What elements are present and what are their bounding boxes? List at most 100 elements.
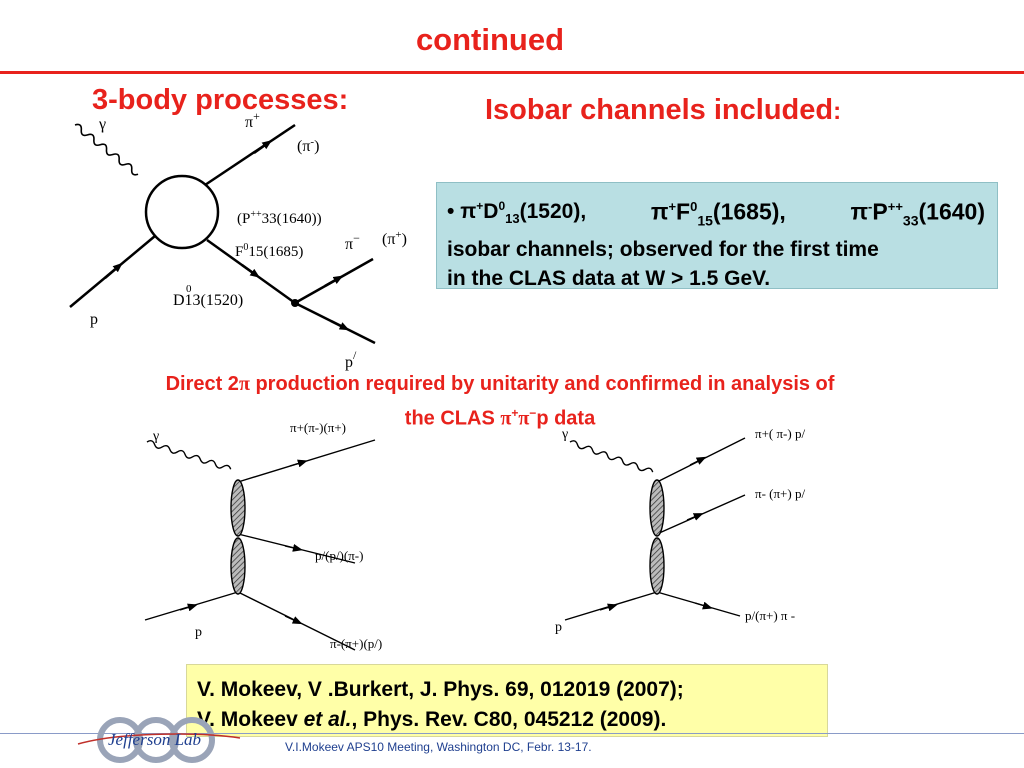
top-label-right: π+( π-) p/ [755,426,805,441]
pi-minus-label-sup: − [353,231,360,245]
c2-pi: π [650,198,669,225]
jefferson-lab-logo: Jefferson Lab [77,717,241,763]
reference-box: V. Mokeev, V .Burkert, J. Phys. 69, 0120… [186,664,828,737]
pi-minus-label: π− [345,231,360,253]
pi-plus-label: π+ [245,109,260,131]
c1-D-sup: 0 [498,199,506,213]
c1-pi: π [460,200,477,223]
footer-text: V.I.Mokeev APS10 Meeting, Washington DC,… [285,740,592,754]
mid-label-right: π- (π+) p/ [755,486,805,501]
isobar2-sup: 0 [243,242,248,253]
subtitle-3body: 3-body processes: [92,84,349,116]
c1-D: D [483,200,499,223]
pi-minus-label-base: π [345,236,353,253]
pi-plus-line [204,123,296,187]
title-divider [0,71,1024,74]
channel-1: • π+D013(1520), [447,192,586,235]
direct-line-2: the CLAS π+π−p data [60,399,940,434]
mid-out-arrow-left [284,543,303,552]
c2-F-sup: 0 [690,199,698,214]
direct-line-1: Direct 2π production required by unitari… [60,370,940,399]
isobar-line-3: in the CLAS data at W > 1.5 GeV. [447,267,771,291]
bullet: • [447,200,455,223]
c2-sup: + [668,199,677,214]
interaction-blob [144,174,220,250]
isobar-channels-box: • π+D013(1520), π+F015(1685), π-P++33(16… [436,182,998,290]
jefferson-lab-logo-text: Jefferson Lab [108,730,201,749]
d13-sup-label: 0 [186,283,192,295]
bot-label-right: p/(π+) π - [745,608,795,623]
c3-P-sup: ++ [887,199,903,214]
bot-out-arrow-left [284,615,303,625]
proton-out-label: p/ [345,348,357,371]
three-body-diagram: γ π+ (π-) (P++33(1640)) F015(1685) π− (π… [69,109,407,371]
isobar2-rest: 15(1685) [248,244,303,260]
subtitle-isobar-colon: : [833,98,842,125]
reference-line2a: V. Mokeev [197,708,304,731]
isobar1-sup: ++ [250,209,262,220]
c2-F-sub: 15 [697,212,713,229]
c1-mass: (1520), [519,200,587,223]
blob-lower-right [649,537,665,595]
c1-D-sub: 13 [505,211,520,227]
c3-P: P [872,198,888,225]
photon-label: γ [98,116,106,133]
d13-label: D13(1520) [173,292,243,309]
isobar1-label: (P++33(1640)) [237,209,322,227]
direct-line2-pi2: π [518,407,530,430]
pi-plus-paren-label: (π+) [382,229,407,248]
pi-plus-paren-base: (π [382,231,395,248]
proton-label-right: p [555,620,562,635]
proton-in-arrow-left [179,603,198,612]
direct-line1-pi: π [238,373,250,395]
bot-label-left: π-(π+)(p/) [330,636,382,651]
photon-line [74,123,139,176]
isobar-arrow [241,263,261,278]
photon-line-right [569,440,654,473]
isobar2-base: F [235,244,243,260]
pi-plus-label-sup: + [253,109,260,123]
bot-out-arrow-right [694,601,713,610]
direct-line2b: p data [536,407,596,430]
top-out-left [237,439,376,483]
reference-line2b: , Phys. Rev. C80, 045212 (2009). [351,708,667,731]
c3-mass: (1640) [918,198,985,225]
slide-title: continued [415,22,565,57]
c2-mass: (1685), [712,198,786,225]
blob-upper-left [230,479,246,537]
photon-label-right: γ [561,427,568,442]
c3-P-sub: 33 [902,212,919,229]
mid-out-arrow-right [686,513,704,521]
subtitle-isobar-text: Isobar channels included [485,94,834,126]
c1-sup: + [476,199,484,213]
mid-out-right [656,494,746,535]
direct-diagram-left: γ π+(π-)(π+) p/(p/)(π-) π-(π+)(p/) p [144,420,382,651]
footer-divider [0,733,1024,734]
isobar1-rest: 33(1640)) [262,211,322,227]
reference-line-1: V. Mokeev, V .Burkert, J. Phys. 69, 0120… [197,678,684,701]
c2-F: F [676,198,691,225]
direct-diagram-right: γ π+( π-) p/ π- (π+) p/ p/(π+) π - p [555,426,805,635]
proton-label: p [90,311,98,328]
photon-label-left: γ [152,429,159,444]
pi-minus-arrow [324,275,344,288]
pi-minus-paren-label: (π-) [297,136,319,155]
top-out-arrow-right [689,456,707,466]
proton-out-arrow [330,319,350,331]
photon-line-left [146,440,232,470]
pi-minus-paren-close: ) [314,138,319,155]
isobar1-base: (P [237,211,250,227]
direct-line2-pi1: π [500,407,512,430]
pi-plus-paren-close: ) [402,231,407,248]
direct-line1a: Direct 2 [165,373,239,395]
pi-minus-paren-base: (π [297,138,310,155]
direct-production-text: Direct 2π production required by unitari… [60,370,940,434]
pi-plus-arrow [253,140,273,155]
proton-out-label-base: p [345,354,353,371]
pi-minus-paren-sup: - [310,136,314,148]
reference-et-al: et al. [303,708,352,731]
c3-pi: π [850,198,869,225]
direct-line1b: production required by unitarity and con… [249,373,835,395]
blob-upper-right [649,479,665,537]
channel-2: π+F015(1685), [651,192,786,235]
